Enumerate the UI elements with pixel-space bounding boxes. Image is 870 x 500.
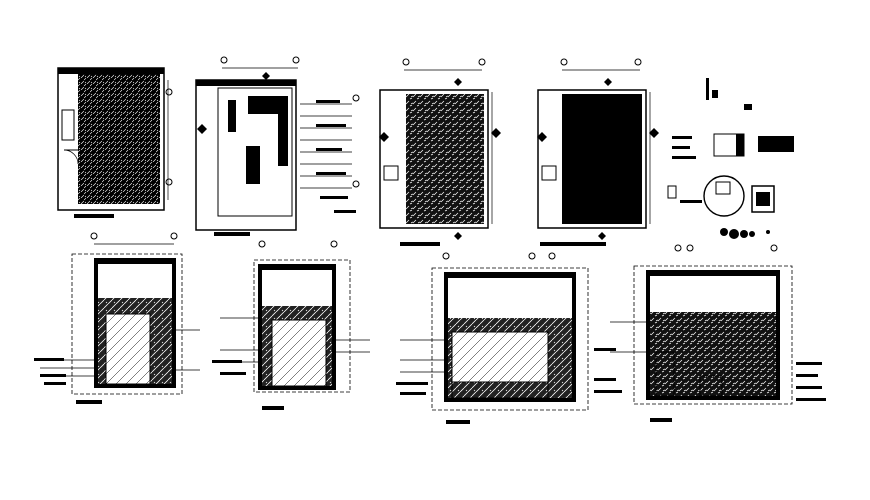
elevation-d (610, 244, 826, 422)
elevation-c (396, 252, 622, 424)
floor-plan-1 (57, 67, 173, 218)
plan-title-1 (74, 214, 114, 218)
elevation-b (212, 240, 370, 410)
elevation-a (34, 232, 200, 404)
leader-lines-1 (300, 100, 356, 213)
legend (667, 78, 794, 239)
ceiling-plan (537, 58, 659, 246)
furniture-plan (195, 56, 360, 236)
floor-plan-2 (379, 58, 501, 246)
